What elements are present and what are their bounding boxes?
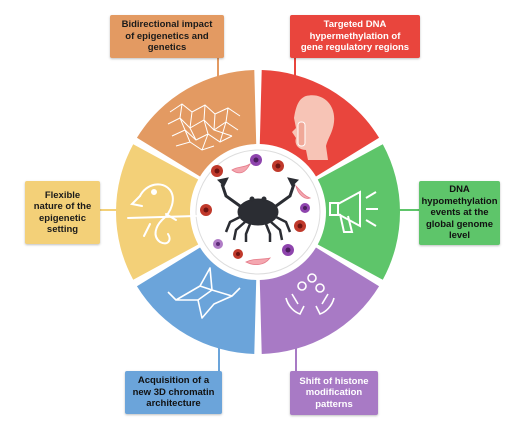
ring-segment-histone (259, 247, 380, 354)
label-targeted-hypermethylation: Targeted DNA hypermethylation of gene re… (290, 15, 420, 58)
label-histone-modification-text: Shift of histone modification patterns (299, 375, 369, 410)
label-flexible-nature-text: Flexible nature of the epigenetic settin… (33, 189, 92, 236)
label-targeted-hypermethylation-text: Targeted DNA hypermethylation of gene re… (300, 19, 410, 54)
immune-cell-icon (213, 154, 310, 259)
label-dna-hypomethylation: DNA hypomethylation events at the global… (419, 181, 500, 245)
crab-icon (216, 177, 300, 242)
label-dna-hypomethylation-text: DNA hypomethylation events at the global… (421, 184, 498, 242)
silence-gesture-icon (292, 95, 335, 160)
chameleon-icon (127, 183, 197, 245)
megaphone-icon (329, 190, 378, 233)
label-chromatin-architecture-text: Acquisition of a new 3D chromatin archit… (132, 375, 215, 410)
label-flexible-nature: Flexible nature of the epigenetic settin… (25, 181, 100, 244)
label-bidirectional-impact: Bidirectional impact of epigenetics and … (110, 15, 224, 58)
label-chromatin-architecture: Acquisition of a new 3D chromatin archit… (125, 371, 222, 414)
dna-mesh-icon (167, 103, 241, 151)
ring-segment-flexible (116, 144, 199, 280)
cancer-cell-icon (200, 160, 306, 232)
origami-crane-icon (167, 267, 241, 319)
ring-segment-bidirectional (136, 70, 257, 177)
label-histone-modification: Shift of histone modification patterns (290, 371, 378, 415)
fibroblast-icon (231, 162, 312, 266)
label-bidirectional-impact-text: Bidirectional impact of epigenetics and … (121, 19, 213, 54)
juggling-hands-icon (285, 273, 335, 315)
ring-segment-hypomethylation (317, 144, 400, 280)
